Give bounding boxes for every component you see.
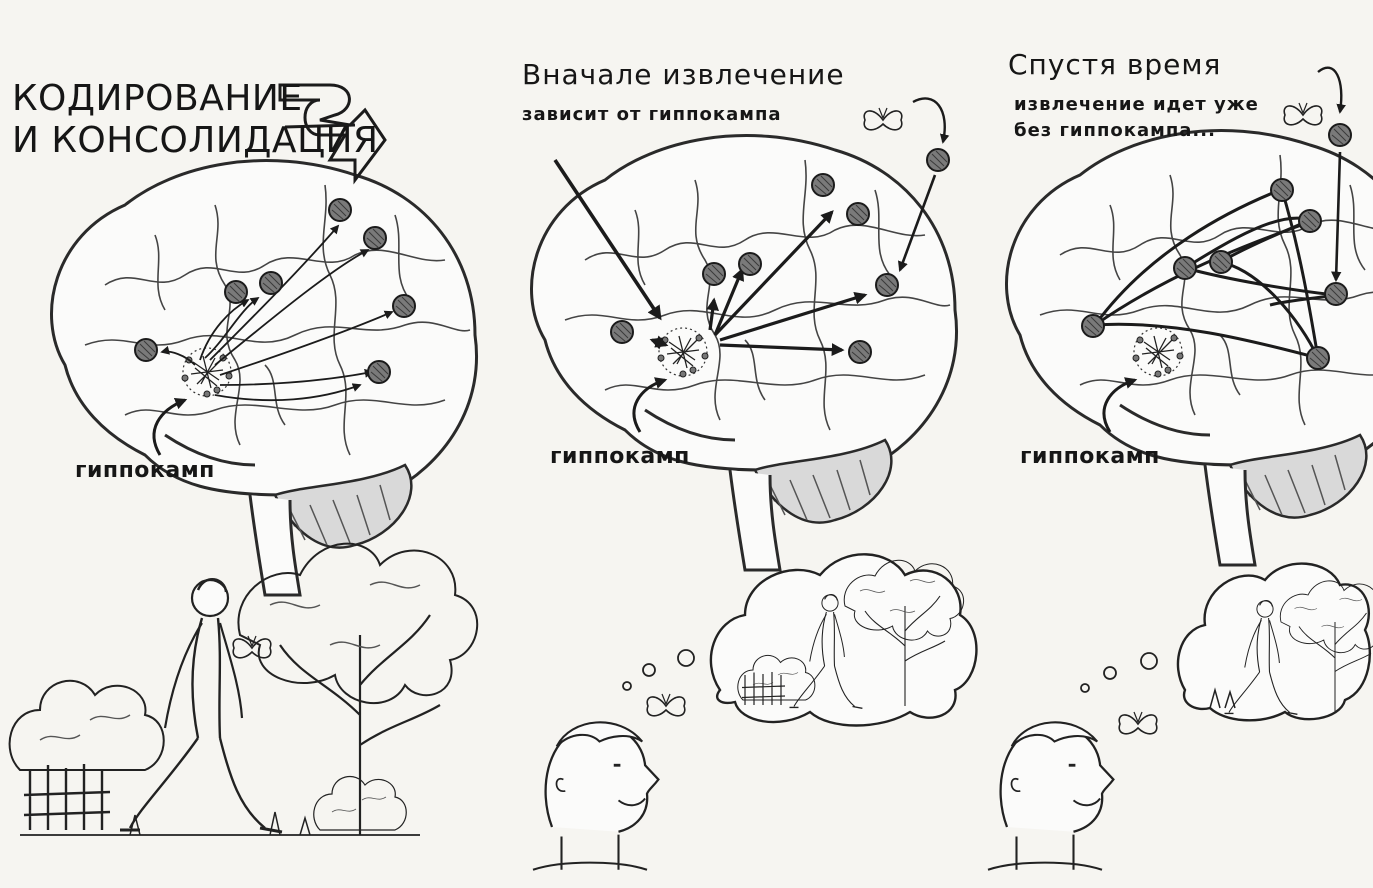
panel2-caption-line2: зависит от гиппокампа (522, 104, 782, 125)
cortical-links (1093, 66, 1346, 360)
panel1-caption-line1: КОДИРОВАНИЕ (12, 78, 303, 119)
person-icon (531, 720, 660, 872)
butterfly-icon (646, 693, 686, 717)
panel2-caption-line1: Вначале извлечение (522, 58, 845, 91)
pointer-arrow (152, 397, 188, 456)
panel2-hippocampus-label: гиппокамп (550, 444, 690, 469)
thought-dot (1080, 683, 1090, 693)
panel3-hippocampus-label: гиппокамп (1020, 444, 1160, 469)
thought-dot (677, 649, 695, 667)
butterfly-icon (1283, 102, 1323, 126)
panel1-hippocampus-label: гиппокамп (75, 458, 215, 483)
thought-bubble-icon (709, 553, 978, 727)
underline-stroke (284, 123, 356, 129)
thought-dot (1103, 666, 1117, 680)
panel-later-retrieval (986, 66, 1373, 872)
connection-arrows (160, 224, 394, 402)
bush-icon (8, 679, 165, 771)
remembering-scene (986, 562, 1373, 872)
thought-dot (1140, 652, 1158, 670)
panel3-caption-line3: без гиппокампа... (1014, 120, 1216, 141)
grass (129, 811, 311, 836)
butterfly-icon (232, 635, 272, 659)
walking-scene (8, 542, 479, 837)
remembering-scene (531, 553, 978, 872)
brain-icon (530, 134, 959, 572)
panel-early-retrieval (530, 97, 978, 872)
panel-encoding (8, 83, 479, 837)
panel3-caption-line2: извлечение идет уже (1014, 94, 1259, 115)
big-zigzag-arrow-icon (278, 83, 387, 185)
butterfly-icon (1118, 711, 1158, 735)
thought-dot (642, 663, 656, 677)
butterfly-icon (863, 107, 903, 131)
fence-icon (22, 762, 112, 832)
person-icon (986, 720, 1115, 872)
panel1-caption-line2: И КОНСОЛИДАЦИЯ (12, 120, 379, 161)
pointer-arrow (632, 377, 668, 433)
pointer-arrow (1102, 377, 1138, 433)
retrieval-arrows (553, 97, 950, 356)
thought-bubble-icon (1176, 562, 1372, 722)
thought-dot (622, 681, 632, 691)
panel3-caption-line1: Спустя время (1008, 48, 1222, 81)
grass (1209, 687, 1236, 709)
brain-icon (50, 159, 479, 597)
